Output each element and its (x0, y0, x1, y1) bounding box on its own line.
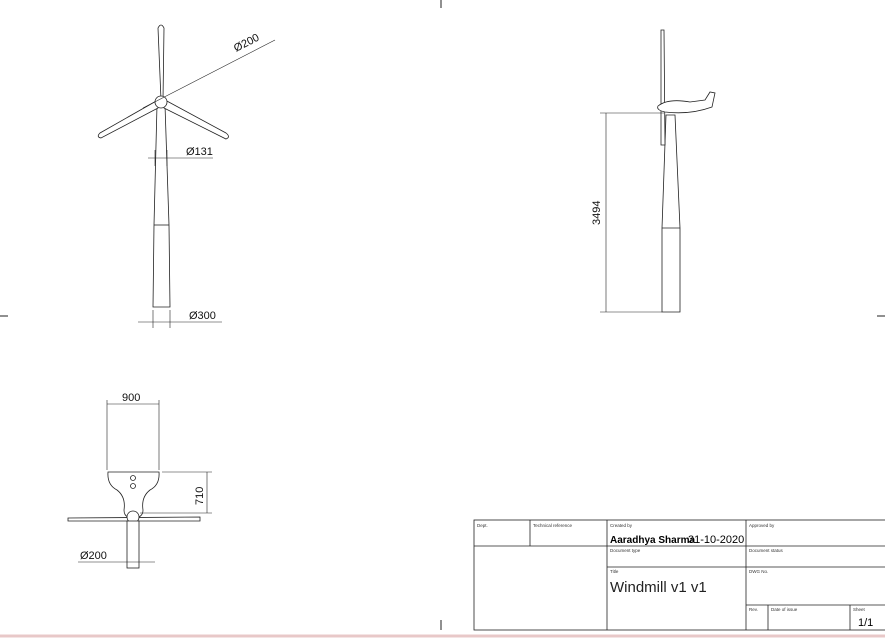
date-issue-label: Date of issue (771, 607, 798, 612)
sheet-number: 1/1 (858, 617, 873, 629)
doc-type-label: Document type (610, 548, 641, 553)
created-by: Aaradhya Sharma (610, 535, 695, 546)
doc-status-label: Document status (749, 548, 784, 553)
hub (154, 95, 168, 109)
dim-hub-diameter: Ø131 (186, 146, 213, 158)
front-view (97, 24, 276, 328)
created-by-label: Created by (610, 523, 633, 528)
dim-width: 900 (122, 392, 140, 404)
title-label: Title (610, 569, 619, 574)
blade-top (157, 24, 165, 101)
tower (152, 104, 171, 308)
approved-by-label: Approved by (749, 523, 775, 528)
dim-height: 3494 (591, 201, 603, 225)
dim-shaft-diameter: Ø200 (80, 550, 107, 562)
dim-base-diameter: Ø300 (189, 310, 216, 322)
dept-label: Dept. (477, 523, 488, 528)
dim-rotor-diameter: Ø200 (232, 32, 261, 55)
shaft (126, 520, 140, 569)
nacelle (657, 91, 716, 114)
drawing-title: Windmill v1 v1 (610, 579, 707, 596)
title-block (473, 519, 885, 631)
blade-right (163, 99, 229, 140)
blade (660, 29, 666, 146)
dim-depth: 710 (194, 487, 206, 505)
side-view (600, 29, 716, 313)
sheet-label: Sheet (853, 607, 866, 612)
created-date: 31-10-2020 (688, 534, 744, 546)
blade-left (97, 99, 159, 139)
rev-label: Rev. (749, 607, 758, 612)
dwg-no-label: DWG No. (749, 569, 768, 574)
tech-ref-label: Technical reference (533, 523, 573, 528)
top-view (67, 400, 212, 569)
